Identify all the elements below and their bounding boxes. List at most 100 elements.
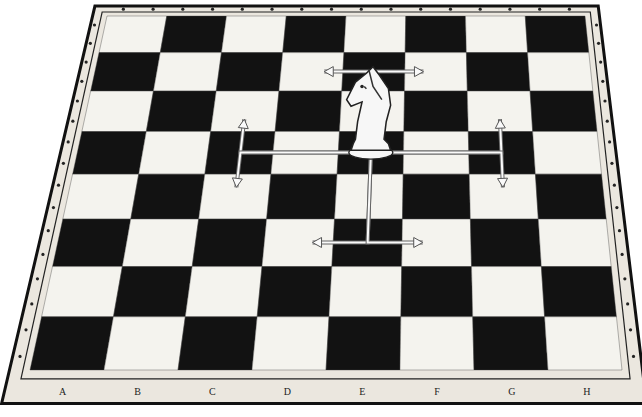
file-letter: D xyxy=(284,387,291,397)
frame-dot xyxy=(85,60,88,63)
board-square xyxy=(73,132,147,175)
frame-dot xyxy=(360,8,363,11)
frame-dot xyxy=(57,184,60,187)
board-square xyxy=(104,317,185,370)
frame-dot xyxy=(71,120,74,123)
arrow-head xyxy=(232,178,242,188)
board-square xyxy=(467,91,532,131)
board-square xyxy=(160,16,226,53)
arrow-head xyxy=(238,119,248,129)
frame-dot xyxy=(52,206,55,209)
board-squares xyxy=(30,16,622,370)
board-square xyxy=(535,174,606,219)
frame-dot xyxy=(93,23,96,26)
file-letter: A xyxy=(59,387,66,397)
board-square xyxy=(185,267,262,317)
board-square xyxy=(53,219,131,266)
frame-dot xyxy=(621,253,624,256)
board-square xyxy=(99,16,167,53)
frame-dot xyxy=(597,42,600,45)
frame-dot xyxy=(606,120,609,123)
frame-dot xyxy=(67,140,70,143)
knight-mane xyxy=(364,69,382,100)
board-square xyxy=(283,16,346,53)
frame-dot xyxy=(47,229,50,232)
board-square xyxy=(192,219,266,266)
file-letter: F xyxy=(434,387,440,397)
arrow-head xyxy=(414,67,423,77)
frame-dot xyxy=(601,80,604,83)
board-square xyxy=(252,317,329,370)
frame-dot xyxy=(419,8,422,11)
board-square xyxy=(533,132,602,175)
knight-piece xyxy=(347,67,393,159)
board-frame xyxy=(2,6,642,403)
board-square xyxy=(530,91,597,131)
board-square xyxy=(405,16,466,53)
arrow-head xyxy=(324,67,333,77)
board-square xyxy=(275,91,342,131)
board-square xyxy=(131,174,205,219)
board-square xyxy=(30,317,113,370)
frame-inner-line xyxy=(21,12,630,379)
board-square xyxy=(525,16,589,53)
frame-dot xyxy=(241,8,244,11)
arrow-casing xyxy=(313,153,371,243)
arrow-casing xyxy=(236,153,371,188)
board-square xyxy=(326,317,401,370)
board-square xyxy=(545,317,622,370)
frame-dot xyxy=(568,8,571,11)
frame-dot xyxy=(538,8,541,11)
board-square xyxy=(344,16,406,53)
board-square xyxy=(146,91,216,131)
frame-dot xyxy=(80,80,83,83)
frame-dot xyxy=(610,162,613,165)
file-letter: C xyxy=(209,387,216,397)
arrow-head xyxy=(498,178,508,187)
arrow-line xyxy=(368,153,423,243)
board-square xyxy=(472,267,545,317)
board-square xyxy=(401,267,473,317)
frame-dot xyxy=(626,302,629,305)
frame-dot xyxy=(151,8,154,11)
arrow-line xyxy=(236,153,371,188)
frame-dot xyxy=(30,302,33,305)
file-letter: H xyxy=(583,387,590,397)
frame-dot xyxy=(618,229,621,232)
arrow-head xyxy=(495,119,505,128)
frame-dot xyxy=(479,8,482,11)
frame-dot xyxy=(36,277,39,280)
frame-dot xyxy=(449,8,452,11)
board-square xyxy=(122,219,198,266)
frame-dot xyxy=(18,355,21,358)
arrow-line xyxy=(313,153,371,243)
frame-dot xyxy=(76,99,79,102)
frame-dot xyxy=(41,253,44,256)
frame-dot xyxy=(632,355,635,358)
file-letter: E xyxy=(359,387,365,397)
board-square xyxy=(42,267,123,317)
frame-dot xyxy=(89,42,92,45)
board-square xyxy=(267,174,337,219)
frame-dot xyxy=(623,277,626,280)
frame-dot xyxy=(300,8,303,11)
frame-dot xyxy=(629,328,632,331)
board-square xyxy=(466,16,528,53)
frame-dot xyxy=(608,140,611,143)
frame-dot xyxy=(62,162,65,165)
board-square xyxy=(199,174,271,219)
frame-dots xyxy=(18,8,635,358)
frame-dot xyxy=(599,60,602,63)
board-square xyxy=(400,317,474,370)
arrow-head xyxy=(414,237,423,247)
board-square xyxy=(528,53,593,91)
board-square xyxy=(221,16,286,53)
frame-dot xyxy=(595,23,598,26)
board-square xyxy=(405,53,468,91)
knight-body xyxy=(347,67,391,151)
board-square xyxy=(541,267,616,317)
frame-dot xyxy=(330,8,333,11)
arrow-casing xyxy=(371,153,503,188)
board-square xyxy=(402,174,470,219)
